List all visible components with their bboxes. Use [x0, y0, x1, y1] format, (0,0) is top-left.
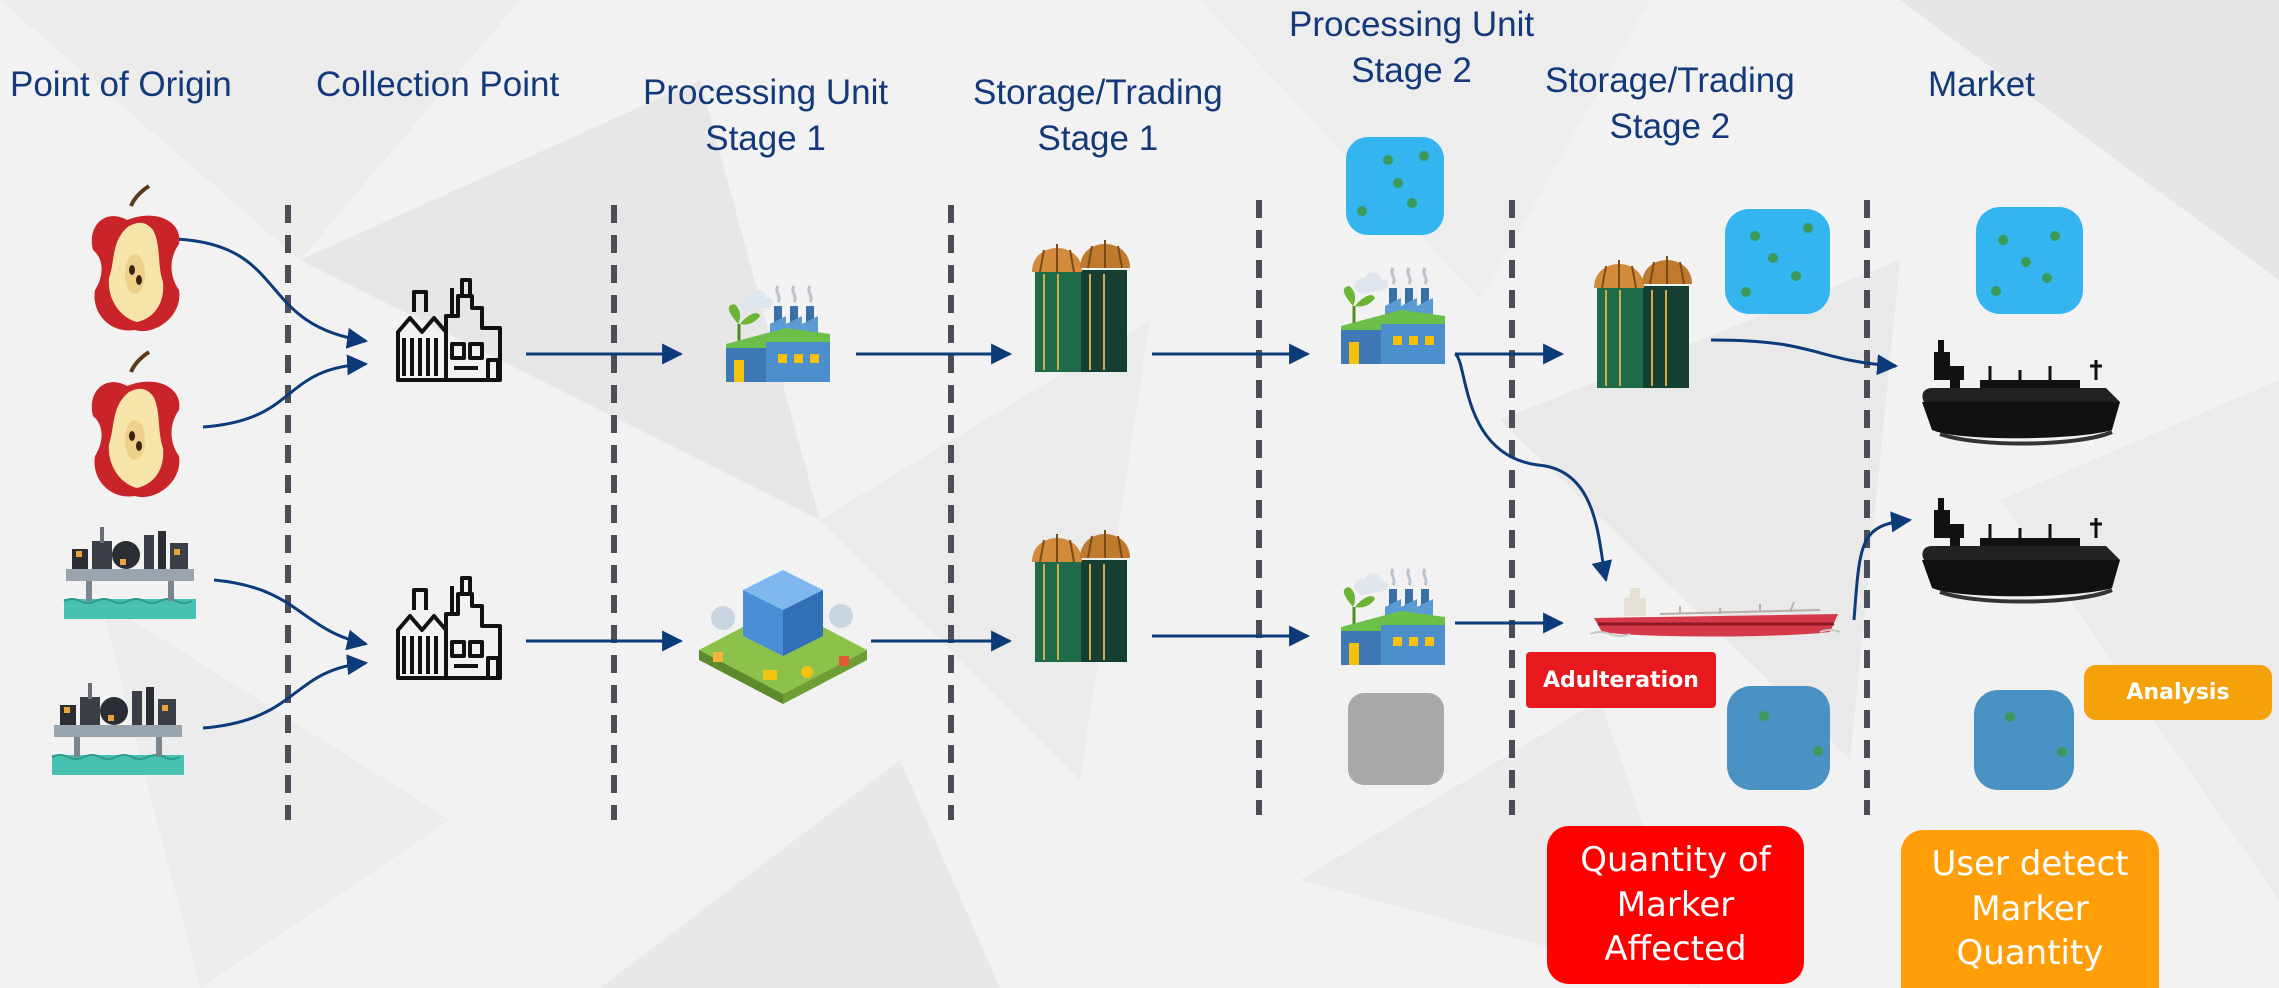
stage-title-storage-2: Storage/Trading Stage 2 — [1545, 58, 1795, 149]
analysis-tag-label: Analysis — [2126, 680, 2230, 705]
arrow-apple2-to-collection — [202, 354, 369, 429]
stage-title-line: Stage 2 — [1609, 106, 1731, 146]
marker-box-storage2-diluted — [1727, 686, 1830, 790]
marker-box-processing2-bright — [1346, 137, 1444, 235]
factory-outline-icon — [396, 576, 502, 680]
flow-arrows — [175, 237, 1913, 730]
marker-box-market-diluted — [1974, 690, 2074, 790]
offshore-rig-icon — [51, 682, 185, 776]
stage-title-origin: Point of Origin — [10, 62, 232, 108]
eco-factory-icon — [724, 284, 832, 384]
stage-title-storage-1: Storage/Trading Stage 1 — [973, 70, 1223, 161]
marker-box-market-bright — [1976, 207, 2083, 314]
arrow-rig2-to-collection — [202, 654, 369, 730]
callout-line: User detect — [1931, 843, 2129, 884]
arrow-rig-to-collection — [213, 578, 369, 651]
isometric-plant-icon — [699, 570, 867, 704]
analysis-tag: Analysis — [2084, 665, 2272, 720]
arrow-tanker-to-market — [1852, 511, 1913, 621]
marker-box-processing2-empty — [1348, 693, 1444, 785]
arrow-processing2-to-tanker — [1453, 352, 1613, 583]
callout-line: Quantity — [1956, 933, 2104, 974]
eco-factory-icon — [1339, 567, 1447, 667]
callout-line: Quantity of — [1580, 839, 1771, 880]
black-tanker-icon — [1920, 338, 2122, 446]
callout-line: Marker — [1616, 884, 1735, 925]
stage-title-line: Point of Origin — [10, 65, 232, 104]
stage-title-line: Stage 1 — [1037, 118, 1159, 158]
apple-core-icon — [89, 184, 182, 334]
offshore-rig-icon — [63, 526, 197, 620]
stage-title-processing-1: Processing Unit Stage 1 — [643, 70, 888, 161]
arrow-storage2-to-market — [1710, 338, 1899, 376]
stage-title-processing-2: Processing Unit Stage 2 — [1289, 2, 1534, 93]
apple-core-icon — [89, 350, 182, 500]
stage-dividers — [285, 200, 1870, 820]
black-tanker-icon — [1920, 496, 2122, 604]
stage-title-market: Market — [1928, 62, 2035, 108]
stage-title-line: Storage/Trading — [1545, 61, 1795, 100]
user-detect-callout: User detect Marker Quantity — [1901, 830, 2159, 988]
eco-factory-icon — [1339, 266, 1447, 366]
stage-title-line: Storage/Trading — [973, 73, 1223, 112]
silo-icon — [1593, 255, 1693, 389]
callout-line: Marker — [1971, 888, 2089, 929]
stage-title-line: Processing Unit — [1289, 5, 1535, 44]
stage-title-collection: Collection Point — [316, 62, 559, 108]
stage-title-line: Collection Point — [316, 65, 560, 104]
stage-title-line: Processing Unit — [643, 73, 889, 112]
callout-line: Affected — [1604, 929, 1747, 970]
silo-icon — [1031, 239, 1131, 373]
silo-icon — [1031, 529, 1131, 663]
stage-title-line: Market — [1928, 65, 2035, 104]
arrow-apple-to-collection — [175, 237, 369, 349]
adulteration-tag: Adulteration — [1526, 652, 1716, 708]
stage-title-line: Stage 2 — [1351, 50, 1472, 90]
marker-box-storage2-bright — [1725, 209, 1830, 314]
stage-title-line: Stage 1 — [705, 118, 826, 158]
factory-outline-icon — [396, 278, 502, 382]
red-tanker-icon — [1589, 588, 1841, 637]
quantity-affected-callout: Quantity of Marker Affected — [1547, 826, 1804, 984]
adulteration-tag-label: Adulteration — [1543, 667, 1699, 693]
